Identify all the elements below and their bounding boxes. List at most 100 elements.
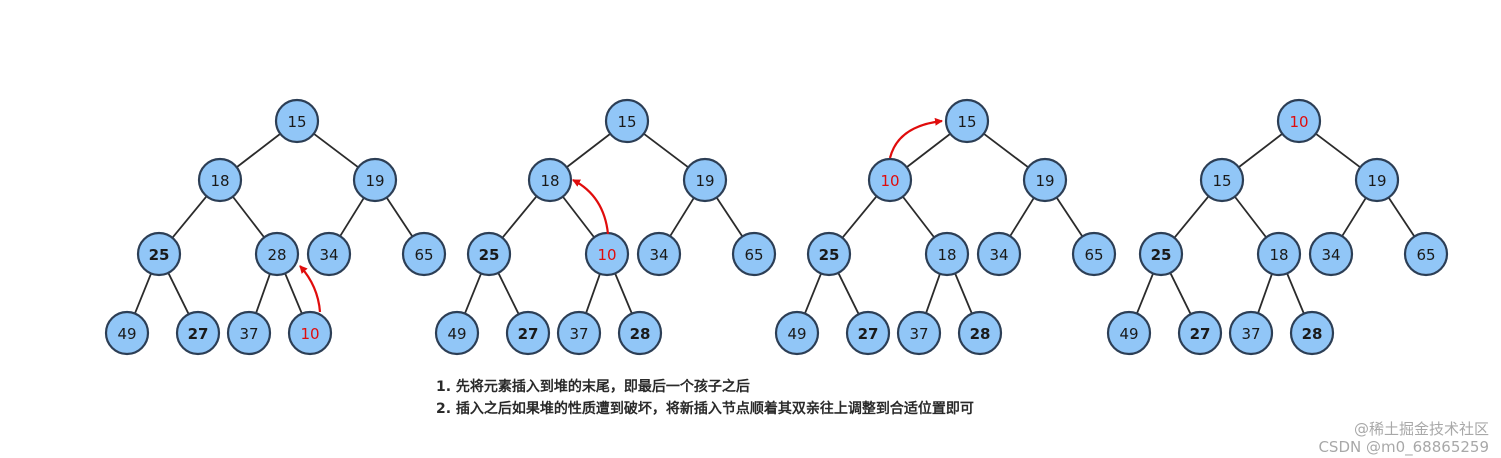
node-value: 18 bbox=[937, 246, 956, 264]
tree-edge bbox=[1055, 197, 1084, 237]
tree-edge bbox=[1238, 133, 1283, 168]
heap-node: 27 bbox=[1177, 310, 1223, 356]
heap-node: 18 bbox=[924, 231, 970, 277]
tree-edge bbox=[255, 273, 271, 314]
node-circle bbox=[1256, 231, 1302, 277]
heap-node: 34 bbox=[636, 231, 682, 277]
heap-node: 10 bbox=[584, 231, 630, 277]
node-circle bbox=[306, 231, 352, 277]
node-circle bbox=[1403, 231, 1449, 277]
tree-edge bbox=[841, 195, 878, 239]
node-value: 10 bbox=[1289, 113, 1308, 131]
tree-edge bbox=[1234, 196, 1267, 238]
heap-node: 49 bbox=[434, 310, 480, 356]
tree-edge bbox=[284, 273, 303, 314]
node-circle bbox=[136, 231, 182, 277]
heap-node: 19 bbox=[1022, 157, 1068, 203]
heap-node: 28 bbox=[617, 310, 663, 356]
tree-edge bbox=[236, 133, 281, 168]
heap-node: 49 bbox=[1106, 310, 1152, 356]
node-circle bbox=[604, 98, 650, 144]
node-value: 27 bbox=[188, 325, 209, 343]
node-circle bbox=[274, 98, 320, 144]
node-value: 25 bbox=[149, 246, 170, 264]
tree-edge bbox=[614, 273, 633, 314]
node-value: 49 bbox=[117, 325, 136, 343]
node-value: 18 bbox=[210, 172, 229, 190]
tree-edge bbox=[715, 197, 744, 237]
tree-edge bbox=[1009, 197, 1035, 237]
node-circle bbox=[774, 310, 820, 356]
caption-line-1: 1. 先将元素插入到堆的末尾，即最后一个孩子之后 bbox=[436, 379, 750, 395]
node-value: 49 bbox=[787, 325, 806, 343]
heap-node: 18 bbox=[1256, 231, 1302, 277]
heap-node: 25 bbox=[136, 231, 182, 277]
node-circle bbox=[924, 231, 970, 277]
heap-node: 27 bbox=[505, 310, 551, 356]
heap-node: 49 bbox=[774, 310, 820, 356]
node-value: 37 bbox=[569, 325, 588, 343]
heap-node: 65 bbox=[1071, 231, 1117, 277]
tree-edge bbox=[566, 133, 611, 168]
tree-edge bbox=[501, 195, 538, 239]
node-value: 10 bbox=[300, 325, 319, 343]
node-value: 10 bbox=[597, 246, 616, 264]
node-value: 65 bbox=[1416, 246, 1435, 264]
node-value: 25 bbox=[479, 246, 500, 264]
node-value: 25 bbox=[1151, 246, 1172, 264]
node-circle bbox=[1138, 231, 1184, 277]
node-value: 18 bbox=[1269, 246, 1288, 264]
heap-node: 10 bbox=[867, 157, 913, 203]
node-value: 19 bbox=[1035, 172, 1054, 190]
node-circle bbox=[1276, 98, 1322, 144]
heap-node: 15 bbox=[604, 98, 650, 144]
node-circle bbox=[976, 231, 1022, 277]
node-circle bbox=[845, 310, 891, 356]
tree-edge bbox=[171, 195, 208, 239]
heap-node: 27 bbox=[175, 310, 221, 356]
heap-node: 37 bbox=[226, 310, 272, 356]
tree-edge bbox=[954, 273, 973, 314]
watermark: @稀土掘金技术社区 CSDN @m0_68865259 bbox=[1318, 420, 1489, 456]
swap-arrow-step-1 bbox=[299, 265, 322, 313]
node-value: 37 bbox=[1241, 325, 1260, 343]
node-circle bbox=[527, 157, 573, 203]
tree-edge bbox=[339, 197, 365, 237]
tree-edge bbox=[497, 272, 520, 315]
node-value: 49 bbox=[1119, 325, 1138, 343]
node-circle bbox=[944, 98, 990, 144]
heap-node: 10 bbox=[287, 310, 333, 356]
tree-edge bbox=[902, 196, 935, 238]
node-value: 27 bbox=[518, 325, 539, 343]
node-circle bbox=[1022, 157, 1068, 203]
node-value: 34 bbox=[1321, 246, 1340, 264]
node-circle bbox=[287, 310, 333, 356]
node-value: 19 bbox=[695, 172, 714, 190]
node-circle bbox=[1354, 157, 1400, 203]
heap-node: 27 bbox=[845, 310, 891, 356]
heap-node: 15 bbox=[274, 98, 320, 144]
node-circle bbox=[175, 310, 221, 356]
heap-node: 15 bbox=[944, 98, 990, 144]
node-circle bbox=[957, 310, 1003, 356]
tree-edge bbox=[1315, 132, 1361, 169]
node-circle bbox=[1106, 310, 1152, 356]
tree-edge bbox=[313, 132, 359, 169]
node-circle bbox=[556, 310, 602, 356]
node-value: 15 bbox=[1212, 172, 1231, 190]
tree-edge bbox=[385, 197, 414, 237]
node-value: 28 bbox=[267, 246, 286, 264]
tree-edge bbox=[925, 273, 941, 314]
node-circle bbox=[617, 310, 663, 356]
node-value: 65 bbox=[414, 246, 433, 264]
heap-node: 15 bbox=[1199, 157, 1245, 203]
node-value: 28 bbox=[630, 325, 651, 343]
heap-node: 65 bbox=[1403, 231, 1449, 277]
heap-node: 10 bbox=[1276, 98, 1322, 144]
node-circle bbox=[1289, 310, 1335, 356]
heap-node: 37 bbox=[896, 310, 942, 356]
node-value: 27 bbox=[858, 325, 879, 343]
